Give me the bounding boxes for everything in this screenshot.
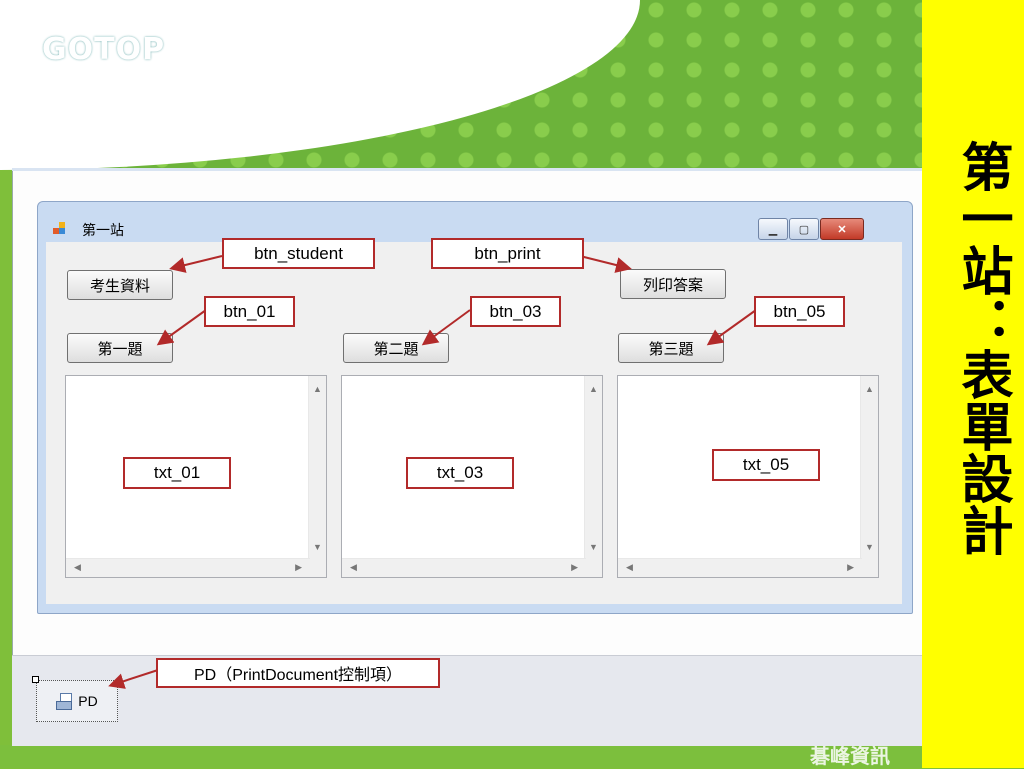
student-info-button[interactable]: 考生資料 bbox=[67, 270, 173, 300]
question-3-button[interactable]: 第三題 bbox=[618, 333, 724, 363]
callout-txt-03: txt_03 bbox=[406, 457, 514, 489]
form-title: 第一站 bbox=[82, 222, 124, 238]
slide-footer-background bbox=[0, 745, 1024, 768]
horizontal-scrollbar[interactable]: ◀ ▶ bbox=[618, 558, 862, 577]
scroll-up-icon[interactable]: ▲ bbox=[865, 384, 874, 394]
horizontal-scrollbar[interactable]: ◀ ▶ bbox=[342, 558, 586, 577]
vertical-scrollbar[interactable]: ▲ ▼ bbox=[860, 376, 878, 560]
scroll-down-icon[interactable]: ▼ bbox=[313, 542, 322, 552]
scroll-down-icon[interactable]: ▼ bbox=[865, 542, 874, 552]
vertical-scrollbar[interactable]: ▲ ▼ bbox=[308, 376, 326, 560]
callout-txt-05: txt_05 bbox=[712, 449, 820, 481]
gotop-logo: GOTOP bbox=[42, 32, 166, 67]
print-answer-button[interactable]: 列印答案 bbox=[620, 269, 726, 299]
selection-handle[interactable] bbox=[32, 676, 39, 683]
scroll-corner bbox=[585, 559, 602, 577]
minimize-icon: ▁ bbox=[768, 223, 778, 236]
scroll-down-icon[interactable]: ▼ bbox=[589, 542, 598, 552]
scroll-right-icon[interactable]: ▶ bbox=[847, 562, 854, 572]
maximize-icon: ▢ bbox=[798, 223, 810, 236]
form-app-icon bbox=[53, 222, 67, 236]
slide-header-background bbox=[0, 0, 1024, 170]
slide-title: 第一站：表單設計 bbox=[952, 140, 1013, 556]
scroll-left-icon[interactable]: ◀ bbox=[74, 562, 81, 572]
title-banner bbox=[922, 0, 1024, 768]
question-2-button[interactable]: 第二題 bbox=[343, 333, 449, 363]
scroll-up-icon[interactable]: ▲ bbox=[589, 384, 598, 394]
question-1-button[interactable]: 第一題 bbox=[67, 333, 173, 363]
scroll-corner bbox=[309, 559, 326, 577]
scroll-corner bbox=[861, 559, 878, 577]
scroll-left-icon[interactable]: ◀ bbox=[626, 562, 633, 572]
footer-text: 碁峰資訊 bbox=[810, 746, 890, 768]
horizontal-scrollbar[interactable]: ◀ ▶ bbox=[66, 558, 310, 577]
callout-txt-01: txt_01 bbox=[123, 457, 231, 489]
printer-icon bbox=[56, 692, 74, 710]
maximize-button[interactable]: ▢ bbox=[789, 218, 819, 240]
callout-btn-student: btn_student bbox=[222, 238, 375, 269]
scroll-left-icon[interactable]: ◀ bbox=[350, 562, 357, 572]
scroll-up-icon[interactable]: ▲ bbox=[313, 384, 322, 394]
vertical-scrollbar[interactable]: ▲ ▼ bbox=[584, 376, 602, 560]
minimize-button[interactable]: ▁ bbox=[758, 218, 788, 240]
designer-top-border bbox=[12, 168, 922, 171]
close-button[interactable]: ✕ bbox=[820, 218, 864, 240]
close-icon: ✕ bbox=[837, 223, 847, 236]
component-label: PD bbox=[78, 693, 98, 709]
callout-btn-05: btn_05 bbox=[754, 296, 845, 327]
callout-btn-03: btn_03 bbox=[470, 296, 561, 327]
form-titlebar[interactable]: 第一站 ▁ ▢ ✕ bbox=[38, 202, 912, 242]
component-tray bbox=[12, 655, 922, 746]
scroll-right-icon[interactable]: ▶ bbox=[571, 562, 578, 572]
print-document-component[interactable]: PD bbox=[36, 680, 118, 722]
callout-btn-print: btn_print bbox=[431, 238, 584, 269]
callout-pd: PD（PrintDocument控制項） bbox=[156, 658, 440, 688]
scroll-right-icon[interactable]: ▶ bbox=[295, 562, 302, 572]
callout-btn-01: btn_01 bbox=[204, 296, 295, 327]
